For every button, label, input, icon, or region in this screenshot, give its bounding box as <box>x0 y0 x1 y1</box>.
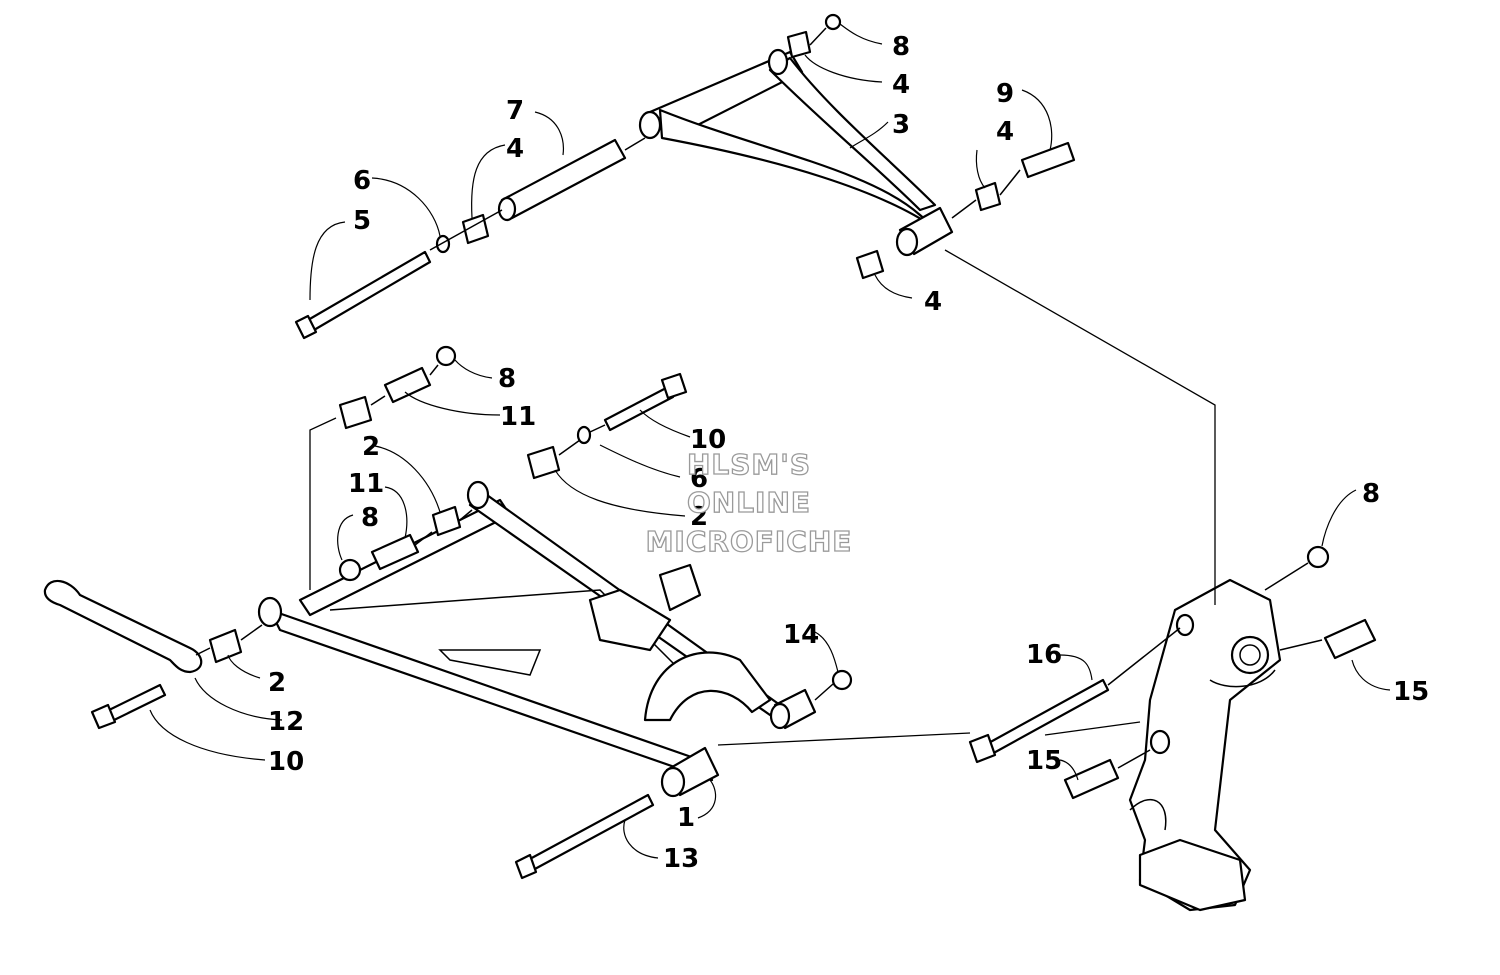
callout-6-mid: 6 <box>690 464 708 494</box>
callout-1: 1 <box>677 803 695 833</box>
nut-8-right <box>1306 545 1330 569</box>
lower-a-arm <box>257 480 817 798</box>
callout-15-left: 15 <box>1026 746 1062 776</box>
watermark-line-2: ONLINE <box>687 486 811 519</box>
washer-6-mid <box>576 425 592 445</box>
bushing-4-bottom <box>855 249 885 280</box>
watermark-line-3: MICROFICHE <box>646 525 853 558</box>
callout-10-left: 10 <box>268 747 304 777</box>
bushing-2-mid <box>526 445 561 480</box>
bushing-4-top <box>786 30 812 59</box>
callout-4-bottom: 4 <box>924 287 942 317</box>
leader-lines <box>149 23 1391 859</box>
callout-11-upper: 11 <box>500 402 536 432</box>
sleeve-9 <box>1020 141 1076 179</box>
bolt-11-upper <box>383 366 432 404</box>
callout-13: 13 <box>663 844 699 874</box>
callout-8-right: 8 <box>1362 479 1380 509</box>
spindle <box>1128 578 1282 912</box>
callout-8-upper: 8 <box>498 364 516 394</box>
callout-4-left: 4 <box>506 134 524 164</box>
watermark: HLSM'S ONLINE MICROFICHE <box>645 447 853 558</box>
callout-11-mid: 11 <box>348 469 384 499</box>
spindle-group <box>968 545 1377 912</box>
callout-2-upper: 2 <box>362 432 380 462</box>
watermark-line-1: HLSM'S <box>687 448 811 481</box>
bolt-5 <box>294 250 432 340</box>
callout-8-mid: 8 <box>361 503 379 533</box>
bolt-13 <box>514 793 655 880</box>
callout-12: 12 <box>268 707 304 737</box>
callout-2-lower: 2 <box>268 668 286 698</box>
bushing-4-right <box>974 181 1002 212</box>
nut-14 <box>831 669 853 691</box>
callout-3: 3 <box>892 110 910 140</box>
callout-2-mid: 2 <box>690 502 708 532</box>
bolt-10-left <box>90 683 167 730</box>
upper-a-arm <box>638 48 954 257</box>
bushing-2-lower <box>208 628 243 664</box>
callout-9: 9 <box>996 79 1014 109</box>
callout-4-top: 4 <box>892 70 910 100</box>
nut-8-mid <box>338 558 362 582</box>
washer-6-top <box>435 234 451 254</box>
callout-6-top: 6 <box>353 166 371 196</box>
nut-8-upper <box>435 345 457 367</box>
bushing-2-upper <box>338 395 373 430</box>
callout-4-right: 4 <box>996 117 1014 147</box>
callout-10-right: 10 <box>690 425 726 455</box>
bolt-15-right <box>1323 618 1377 660</box>
callout-14: 14 <box>783 620 819 650</box>
bolt-15-left <box>1063 758 1120 800</box>
callout-15-right: 15 <box>1393 677 1429 707</box>
callout-5: 5 <box>353 206 371 236</box>
upper-a-arm-group <box>294 13 1076 340</box>
extension-lines <box>309 249 1216 746</box>
callout-7: 7 <box>506 96 524 126</box>
callout-16: 16 <box>1026 640 1062 670</box>
bolt-11-mid <box>370 533 420 571</box>
lower-a-arm-group <box>43 345 853 880</box>
bolt-16 <box>968 678 1110 764</box>
bushing-2-cluster <box>431 505 462 537</box>
nut-8-top <box>824 13 842 31</box>
callout-labels: 8 4 3 9 4 7 4 6 5 4 8 11 10 2 6 11 2 8 1… <box>268 32 1429 874</box>
bolt-10-right <box>603 372 688 432</box>
callout-8-top: 8 <box>892 32 910 62</box>
link-12 <box>43 579 203 674</box>
